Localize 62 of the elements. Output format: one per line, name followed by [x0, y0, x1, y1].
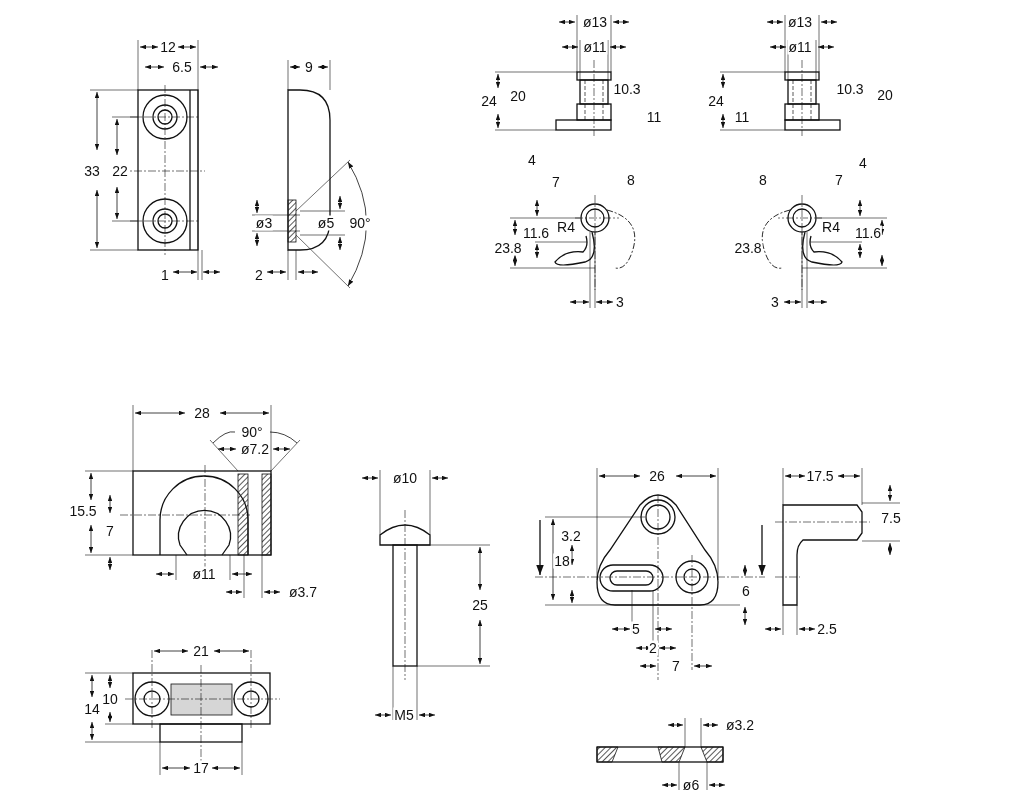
- dimension-label: 23.8: [733, 240, 763, 256]
- dimension-label: 2: [254, 267, 264, 283]
- dimension-label: M5: [393, 707, 415, 723]
- dimension-label: 7: [105, 523, 115, 539]
- dimension-label: 20: [876, 87, 894, 103]
- dimension-label: 6: [741, 583, 751, 599]
- dimension-label: 28: [193, 405, 211, 421]
- dimension-label: 22: [111, 163, 129, 179]
- dimension-label: ø7.2: [240, 441, 270, 457]
- dimension-label: 8: [626, 172, 636, 188]
- dimension-label: 10.3: [612, 81, 642, 97]
- dimension-label: 3.2: [560, 528, 582, 544]
- dimension-label: 23.8: [493, 240, 523, 256]
- dimension-label: 12: [159, 39, 177, 55]
- dimension-label: 4: [858, 155, 868, 171]
- dimension-label: 11.6: [853, 225, 883, 241]
- dimension-label: ø3.2: [725, 717, 755, 733]
- dimension-label: 7: [671, 658, 681, 674]
- dimension-label: 17: [192, 760, 210, 776]
- dimension-label: ø11: [191, 566, 217, 582]
- dimension-label: ø13: [581, 14, 609, 30]
- dimension-label: R4: [556, 219, 576, 235]
- dimension-label: R4: [821, 219, 841, 235]
- dimension-label: 90°: [348, 215, 372, 231]
- dimension-label: 3: [615, 294, 625, 310]
- dimension-label: 11.6: [521, 225, 551, 241]
- dimension-label: ø13: [786, 14, 814, 30]
- dimension-label: 26: [648, 468, 666, 484]
- dimension-label: 10.3: [835, 81, 865, 97]
- dimension-label: ø3: [254, 215, 274, 231]
- dimension-label: 4: [527, 152, 537, 168]
- dimension-label: 20: [509, 88, 527, 104]
- dimension-label: 18: [553, 553, 571, 569]
- dimension-label: 25: [471, 597, 489, 613]
- dimension-label: 21: [192, 643, 210, 659]
- dimension-label: 15.5: [68, 503, 98, 519]
- dimension-label: 11: [645, 109, 663, 125]
- dimension-label: 3: [770, 294, 780, 310]
- dimension-label: ø3.7: [288, 584, 318, 600]
- dimension-label: 7: [551, 174, 561, 190]
- dimension-label: 10: [101, 691, 119, 707]
- dimension-label: 17.5: [805, 468, 835, 484]
- dimension-label: ø6: [681, 777, 701, 793]
- dimension-label: 2: [648, 640, 658, 656]
- dimension-label: 14: [83, 701, 101, 717]
- dimension-label: 1: [160, 267, 170, 283]
- dimension-label: 2.5: [816, 621, 838, 637]
- dimension-label: 7.5: [880, 510, 902, 526]
- dimension-label: 33: [83, 163, 101, 179]
- dimension-label: 24: [480, 93, 498, 109]
- dimension-label: 5: [631, 621, 641, 637]
- dimension-label: ø5: [316, 215, 336, 231]
- dimension-label: ø11: [787, 39, 813, 55]
- dimension-label: 90°: [240, 424, 264, 440]
- dimension-label: ø10: [391, 470, 419, 486]
- dimension-label: 6.5: [171, 59, 193, 75]
- dimension-label: 7: [834, 172, 844, 188]
- dimension-label: 24: [707, 93, 725, 109]
- dimension-label: 9: [304, 59, 314, 75]
- dimension-label: ø11: [582, 39, 608, 55]
- dimension-label: 11: [733, 109, 751, 125]
- dimension-label: 8: [758, 172, 768, 188]
